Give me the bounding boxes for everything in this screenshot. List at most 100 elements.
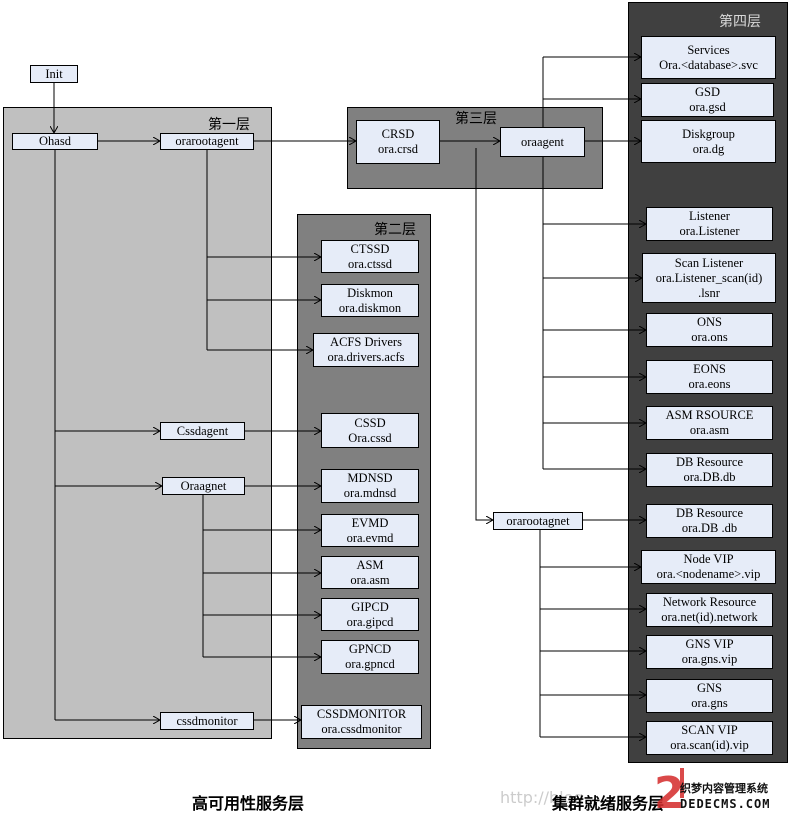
node-cssdagent: Cssdagent [160,422,245,440]
node-label: orarootagent [175,134,239,148]
node-label: ONS [696,315,722,329]
logo-graphic: 2 织梦内容管理系统 DEDECMS.COM [654,768,770,815]
node-cssdmonitor: cssdmonitor [160,712,254,730]
node-label: GPNCD [348,642,392,656]
node-label: Listener [689,209,730,223]
node-label: Oraagnet [180,478,227,493]
node-resource: ora.asm [350,572,390,587]
node-label: GSD [694,85,720,99]
layer-1-title: 第一层 [208,117,250,133]
node-label: Init [45,66,63,81]
edge-crsd-orarootagnet [475,148,493,520]
node-label: CTSSD [350,241,390,256]
node-label: orarootagnet [506,513,570,528]
svg-text:织梦内容管理系统: 织梦内容管理系统 [680,781,768,795]
node-label: Network Resource [662,595,757,609]
node-resource: ora.eons [688,377,731,391]
svg-text:DEDECMS.COM: DEDECMS.COM [680,797,770,811]
watermark-url: http://blog [500,788,584,807]
node-resource: ora.Listener_scan(id) [655,270,763,285]
node-resource: ora.gsd [689,100,726,114]
node-resource: ora.gpncd [345,657,395,671]
node-label: ASM RSOURCE [665,408,754,422]
layer-4-title: 第四层 [719,14,761,30]
node-label: ASM [356,557,384,572]
node-resource: ora.ons [691,330,728,344]
node-label: Cssdagent [176,423,229,438]
node-resource: ora.asm [689,423,730,437]
node-resource: ora.gipcd [346,614,394,629]
node-init: Init [30,65,78,83]
node-resource: ora.gns [691,696,728,710]
label-cluster-ready-layer: 集群就绪服务层 [552,794,665,813]
node-label: EVMD [351,515,389,530]
node-label: DB Resource [676,455,743,469]
node-label: Ohasd [39,134,71,148]
node-label: CRSD [381,127,415,141]
node-resource-suffix: .lsnr [698,285,720,300]
node-resource: ora.DB.db [683,470,736,484]
dedecms-logo: 2 织梦内容管理系统 DEDECMS.COM [652,768,791,815]
node-resource: Ora.cssd [348,430,392,445]
node-resource: ora.crsd [378,142,418,156]
node-resource: ora.DB .db [681,521,738,535]
node-resource: Ora.<database>.svc [659,57,758,72]
node-resource: ora.Listener [679,224,740,238]
node-label: Diskmon [347,285,393,300]
node-resource: ora.dg [692,141,725,156]
layer-2-title: 第二层 [374,222,416,238]
node-label: Scan Listener [674,255,744,270]
node-resource: ora.cssdmonitor [321,722,402,736]
node-label: DB Resource [676,506,743,520]
node-resource: ora.evmd [346,530,394,545]
svg-text:2: 2 [654,768,685,815]
node-label: GIPCD [351,599,389,614]
node-oraagnet: Oraagnet [162,477,245,495]
node-orarootagnet: orarootagnet [493,512,583,530]
node-label: Diskgroup [682,126,735,141]
node-resource: ora.scan(id).vip [670,738,749,752]
node-label: CSSD [354,415,386,430]
node-resource: ora.ctssd [347,256,393,271]
node-label: Node VIP [683,552,734,566]
node-ohasd: Ohasd [12,133,98,150]
node-label: MDNSD [347,471,393,485]
node-label: oraagent [520,134,565,149]
node-oraagent: oraagent [500,127,585,157]
node-resource: ora.diskmon [338,300,402,315]
layer-3-title: 第三层 [455,111,497,127]
label-high-availability-layer: 高可用性服务层 [192,794,305,813]
node-label: GNS [696,681,722,695]
node-label: ACFS Drivers [330,335,402,349]
node-resource: ora.net(id).network [661,610,758,624]
node-label: EONS [693,362,726,376]
node-orarootagent: orarootagent [160,133,254,150]
node-resource: ora.gns.vip [681,652,738,666]
